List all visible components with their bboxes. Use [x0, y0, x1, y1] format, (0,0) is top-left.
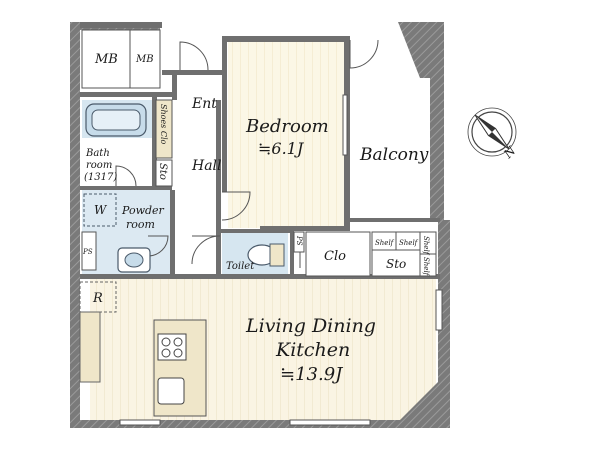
door-balcony: [349, 39, 379, 69]
ent-label: Ent: [191, 96, 217, 112]
ldk-line1: Living Dining: [245, 315, 376, 337]
bath-line3: (1317): [84, 172, 117, 183]
bedroom-label: Bedroom: [245, 116, 329, 137]
toilet-label: Toilet: [226, 261, 255, 272]
w-label: W: [94, 203, 108, 217]
door-powder: [147, 235, 169, 257]
door-bedroom: [221, 191, 251, 221]
doors: [115, 39, 379, 268]
compass-north-label: N: [500, 143, 518, 161]
shoe-cabinet: [155, 99, 173, 159]
powder-line2: room: [126, 218, 155, 231]
washer-box: [83, 193, 117, 227]
bedroom-floor: [228, 42, 344, 228]
sto-hall-box: [155, 159, 173, 187]
balcony-floor: [350, 78, 434, 218]
ldk-size: ≒13.9J: [280, 364, 344, 385]
kitchen-sink: [157, 377, 185, 405]
ps-left-box: [81, 231, 97, 271]
ps-right-box: [293, 231, 305, 253]
ps-left-label: PS: [82, 248, 93, 256]
ldk-floor: [90, 278, 436, 420]
shelf4-label: Shelf: [422, 257, 430, 277]
compass-icon: N: [467, 107, 519, 162]
door-ent: [179, 41, 209, 71]
mb-left-label: MB: [94, 52, 118, 67]
sto-hall-label: Sto: [157, 163, 168, 180]
hall-floor: [176, 100, 220, 276]
shelf2-label: Shelf: [399, 239, 419, 247]
door-bath: [115, 165, 137, 187]
shelf1-label: Shelf: [375, 239, 395, 247]
refrigerator-space: [79, 281, 117, 313]
floor-areas: [82, 42, 436, 420]
bedroom-size: ≒6.1J: [258, 139, 305, 158]
powder-line1: Powder: [121, 204, 165, 217]
door-toilet: [191, 235, 221, 265]
stove: [157, 333, 187, 361]
clo-label: Clo: [324, 249, 346, 264]
fixtures: [79, 99, 305, 417]
bath-line1: Bath: [85, 148, 110, 159]
r-label: R: [92, 291, 103, 306]
shelf3-label: Shelf: [422, 236, 430, 256]
ps-right-label: PS: [295, 235, 303, 246]
balcony-label: Balcony: [359, 145, 429, 165]
room-labels: MB MB Ent Shoes Clo Sto Hall Bath room (…: [82, 52, 430, 385]
walls: [70, 22, 450, 428]
bath-line2: room: [86, 160, 112, 171]
mb-right-label: MB: [135, 54, 154, 65]
sto-kitchen-label: Sto: [386, 257, 406, 271]
ldk-line2: Kitchen: [275, 339, 350, 361]
shoes-clo-label: Shoes Clo: [159, 104, 168, 145]
hall-label: Hall: [191, 158, 222, 174]
windows: [119, 94, 443, 426]
